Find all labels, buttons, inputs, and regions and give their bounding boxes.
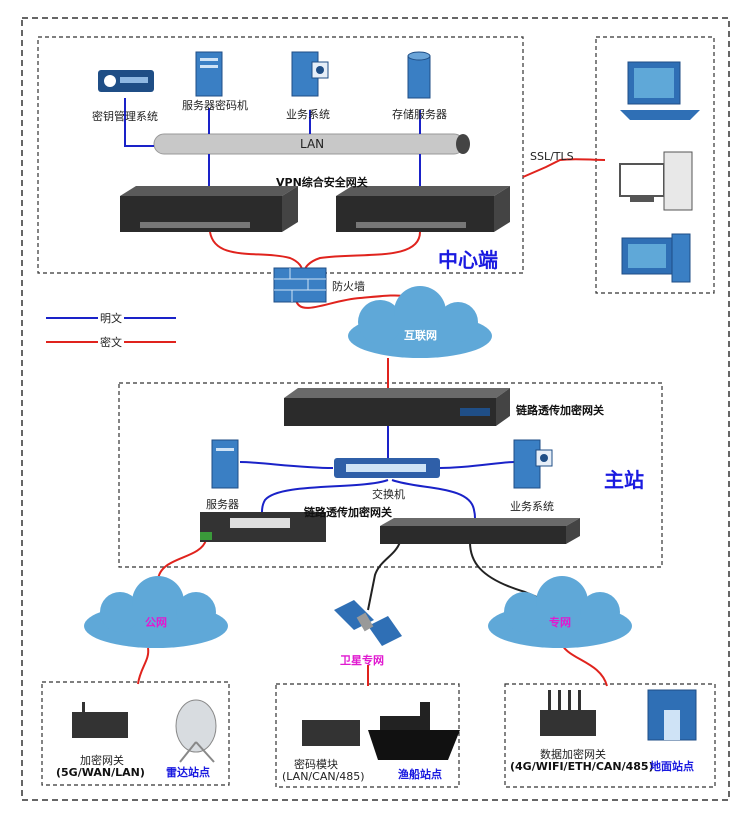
fishing-device-label: 密码模块 bbox=[294, 758, 338, 771]
radar-dish-icon bbox=[175, 699, 217, 763]
main-frame bbox=[118, 382, 663, 568]
center-frame bbox=[37, 36, 524, 274]
data-gateway-icon bbox=[540, 690, 596, 736]
legend-cipher-label: 密文 bbox=[98, 334, 124, 350]
link-gateway-top-icon bbox=[284, 388, 510, 426]
server-crypto-label: 服务器密码机 bbox=[182, 99, 248, 112]
legend-plain-label: 明文 bbox=[98, 310, 124, 326]
lan-label: LAN bbox=[300, 137, 325, 151]
link-gw-top-label: 链路透传加密网关 bbox=[516, 404, 604, 417]
main-title: 主站 bbox=[604, 468, 644, 492]
main-business-icon bbox=[513, 439, 553, 489]
client-computer-3-icon bbox=[621, 233, 691, 283]
public-cloud bbox=[84, 576, 228, 648]
private-cloud bbox=[488, 576, 632, 648]
main-business-label: 业务系统 bbox=[510, 500, 554, 513]
ground-site-label: 地面站点 bbox=[650, 760, 694, 773]
key-mgmt-label: 密钥管理系统 bbox=[92, 110, 158, 123]
satellite-icon bbox=[334, 600, 402, 646]
fishing-ship-icon bbox=[368, 702, 460, 760]
firewall-icon bbox=[273, 267, 327, 303]
center-title: 中心端 bbox=[438, 248, 498, 272]
crypto-module-icon bbox=[302, 720, 360, 746]
link-gateway-mid-icon bbox=[380, 518, 580, 544]
private-cloud-label: 专网 bbox=[549, 616, 571, 629]
public-cloud-label: 公网 bbox=[145, 616, 167, 629]
ground-site-frame bbox=[504, 683, 716, 788]
vpn-gateway-label: VPN综合安全网关 bbox=[276, 176, 368, 189]
vpn-gateway-left-icon bbox=[120, 186, 298, 232]
radar-site-label: 雷达站点 bbox=[166, 766, 210, 779]
lan-bar-end bbox=[456, 134, 470, 154]
ground-device-label: 数据加密网关 bbox=[540, 748, 606, 761]
fishing-device-spec: (LAN/CAN/485) bbox=[282, 770, 365, 783]
ground-building-icon bbox=[647, 689, 697, 741]
key-management-icon bbox=[98, 70, 154, 92]
client-computer-1-icon bbox=[620, 61, 700, 120]
ground-device-spec: (4G/WIFI/ETH/CAN/485) bbox=[510, 760, 654, 773]
radar-device-label: 加密网关 bbox=[80, 754, 124, 767]
firewall-label: 防火墙 bbox=[332, 280, 365, 293]
switch-label: 交换机 bbox=[372, 488, 405, 501]
business-label: 业务系统 bbox=[286, 108, 330, 121]
clients-frame bbox=[595, 36, 715, 294]
link-gw-mid-label: 链路透传加密网关 bbox=[304, 506, 392, 519]
main-server-icon bbox=[211, 439, 239, 489]
server-crypto-icon bbox=[195, 51, 223, 97]
satellite-label: 卫星专网 bbox=[340, 654, 384, 667]
radar-device-spec: (5G/WAN/LAN) bbox=[56, 766, 145, 779]
ssl-label: SSL/TLS bbox=[530, 150, 574, 163]
main-server-label: 服务器 bbox=[206, 498, 239, 511]
small-gateway-icon bbox=[200, 512, 326, 542]
internet-label: 互联网 bbox=[404, 329, 437, 342]
client-computer-2-icon bbox=[619, 151, 693, 211]
radar-gateway-icon bbox=[72, 702, 128, 738]
radar-site-frame bbox=[41, 681, 230, 786]
business-server-icon bbox=[291, 51, 329, 97]
internet-cloud bbox=[348, 286, 492, 358]
fishing-site-label: 渔船站点 bbox=[398, 768, 442, 781]
vpn-gateway-right-icon bbox=[336, 186, 510, 232]
switch-icon bbox=[334, 458, 440, 478]
outer-frame bbox=[21, 17, 730, 801]
storage-server-icon bbox=[407, 51, 431, 99]
storage-label: 存储服务器 bbox=[392, 108, 447, 121]
